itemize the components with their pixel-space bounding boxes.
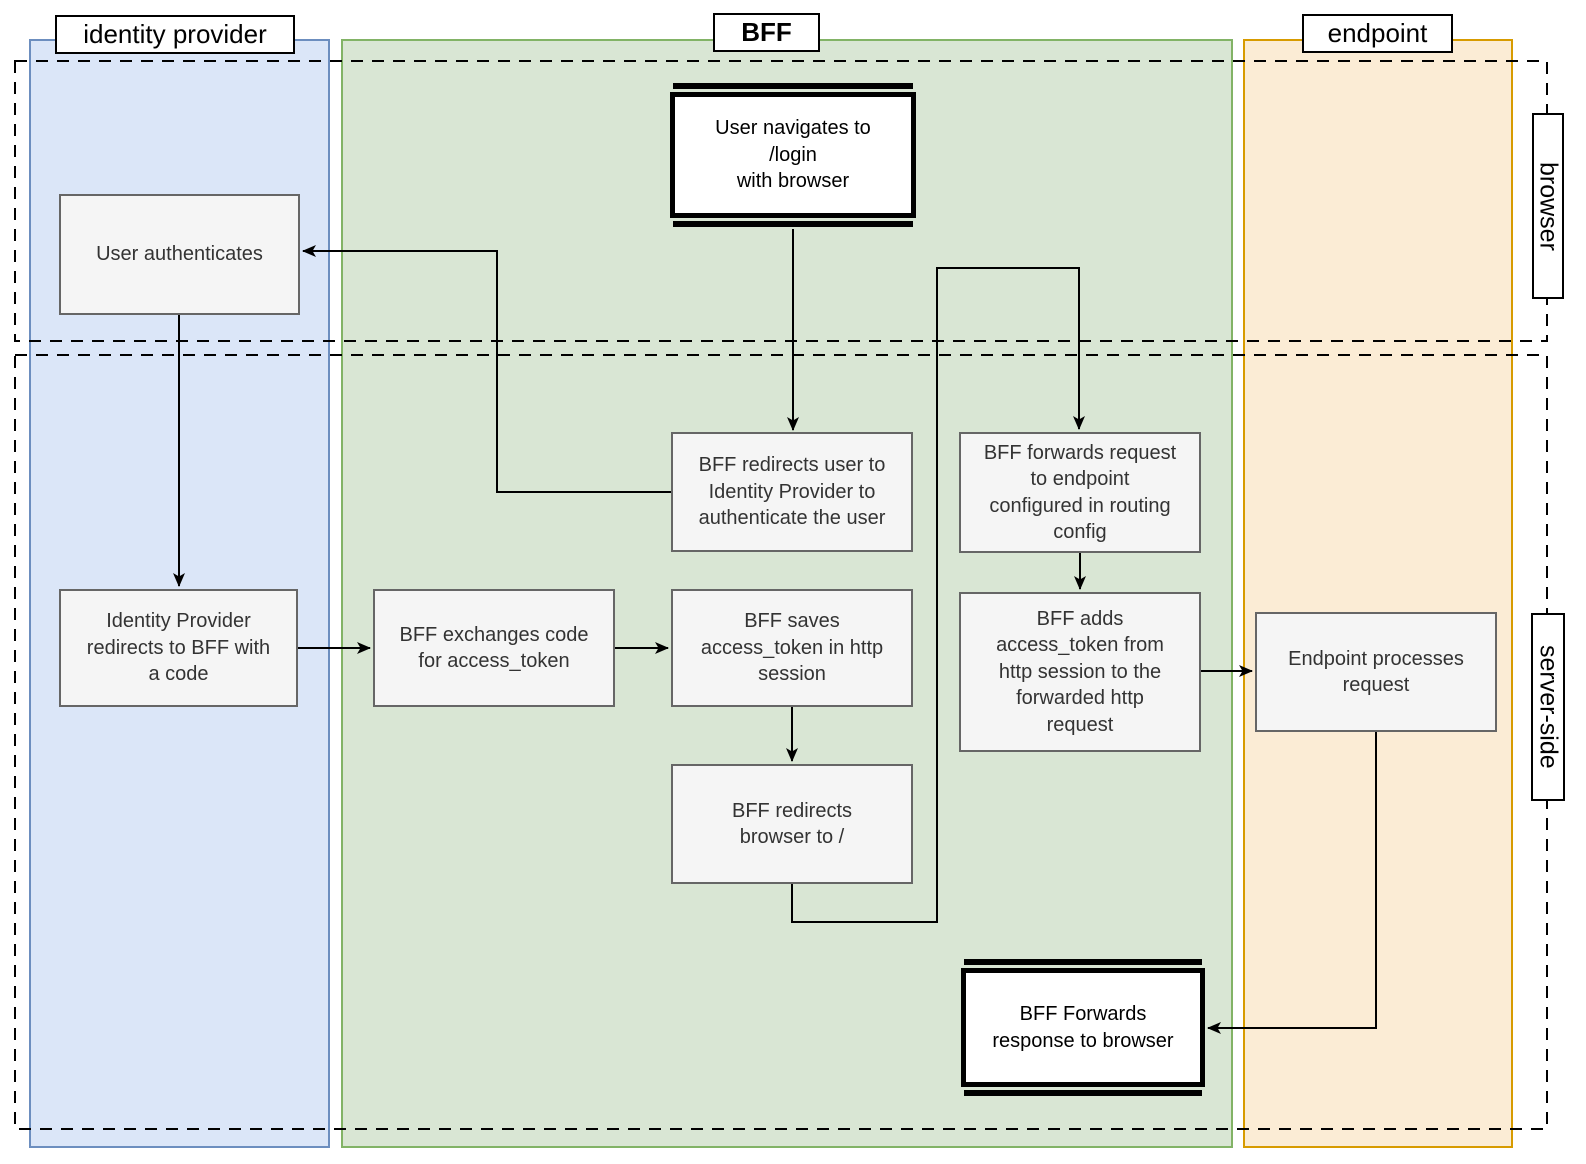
node-bff-redirects-user-to-idp: BFF redirects user to Identity Provider … bbox=[671, 432, 913, 552]
bff-lane-title: BFF bbox=[713, 13, 820, 52]
arrow-redirect-to-authenticate bbox=[302, 245, 671, 493]
arrow-redirect-browser-to-forward bbox=[791, 267, 1085, 923]
endpoint-lane-title: endpoint bbox=[1302, 14, 1453, 53]
node-idp-redirects-with-code: Identity Provider redirects to BFF with … bbox=[59, 589, 298, 707]
server-side-band-label: server-side bbox=[1531, 613, 1565, 801]
endpoint-lane bbox=[1243, 39, 1513, 1148]
node-endpoint-processes-request: Endpoint processes request bbox=[1255, 612, 1497, 732]
node-bff-forwards-response: BFF Forwards response to browser bbox=[961, 959, 1205, 1096]
node-bff-redirects-browser-root: BFF redirects browser to / bbox=[671, 764, 913, 884]
arrow-endpoint-to-response bbox=[1207, 732, 1377, 1034]
browser-band-outline bbox=[14, 60, 1548, 342]
node-bff-exchanges-code: BFF exchanges code for access_token bbox=[373, 589, 615, 707]
node-bff-saves-token: BFF saves access_token in http session bbox=[671, 589, 913, 707]
browser-band-label: browser bbox=[1532, 113, 1564, 299]
node-user-navigates-login: User navigates to /login with browser bbox=[670, 83, 916, 227]
node-bff-forwards-request: BFF forwards request to endpoint configu… bbox=[959, 432, 1201, 553]
node-bff-adds-token: BFF adds access_token from http session … bbox=[959, 592, 1201, 752]
node-user-authenticates: User authenticates bbox=[59, 194, 300, 315]
identity-provider-lane-title: identity provider bbox=[55, 15, 295, 54]
